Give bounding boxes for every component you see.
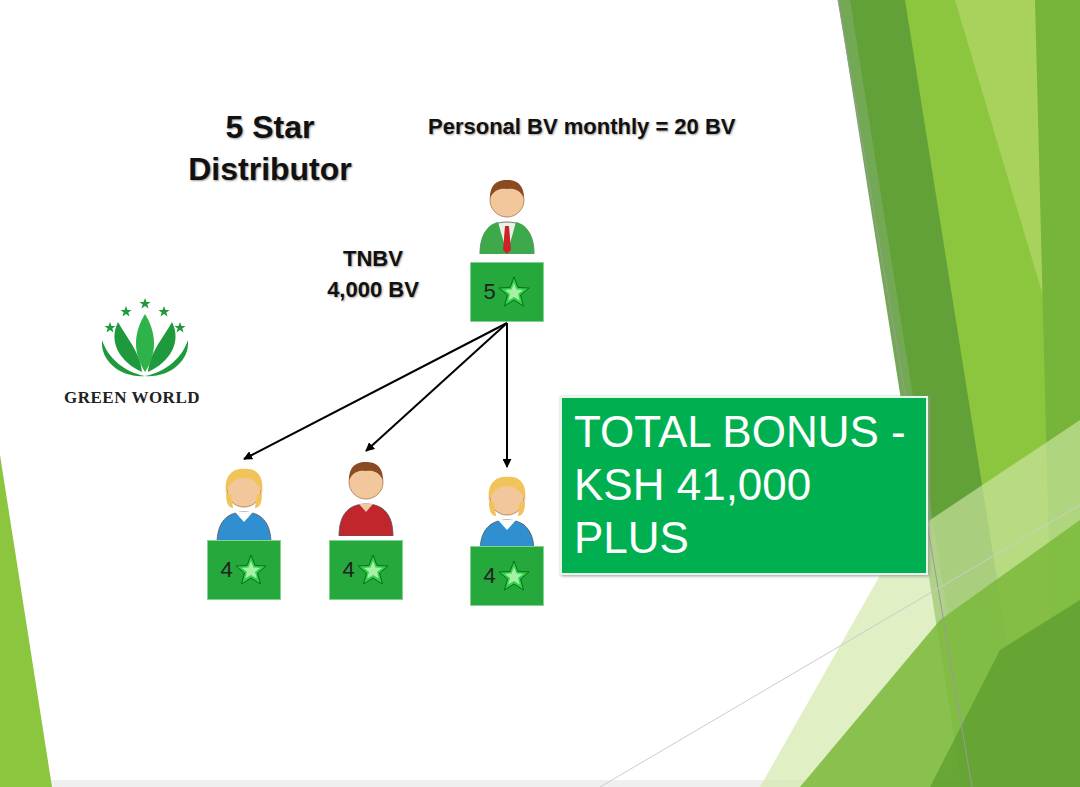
person-icon [329, 452, 403, 536]
rank-badge: 4 [207, 540, 281, 600]
arrow-connector [506, 323, 508, 467]
distributor-node: 4 [325, 452, 407, 600]
bonus-box: TOTAL BONUS - KSH 41,000 PLUS [560, 396, 928, 575]
star-symbol [497, 559, 531, 593]
annotation: Personal BV monthly = 20 BV [428, 114, 735, 140]
distributor-node: 5 [466, 170, 548, 322]
bonus-text: TOTAL BONUS - KSH 41,000 PLUS [574, 406, 914, 564]
rank-number: 5 [483, 279, 495, 305]
rank-number: 4 [342, 557, 354, 583]
rank-number: 4 [483, 563, 495, 589]
distributor-node: 4 [466, 468, 548, 606]
person-icon [470, 468, 544, 552]
star-symbol [356, 553, 390, 587]
heading: 5 Star Distributor [160, 106, 380, 190]
annotation: TNBV 4,000 BV [318, 243, 428, 305]
left-band [0, 455, 52, 787]
star-symbol [497, 275, 531, 309]
rank-badge: 4 [470, 546, 544, 606]
arrow-connector [244, 323, 507, 459]
rank-badge: 4 [329, 540, 403, 600]
rank-number: 4 [220, 557, 232, 583]
logo-text: GREEN WORLD [64, 388, 200, 408]
distributor-node: 4 [203, 460, 285, 600]
arrow-connector [366, 323, 507, 451]
rank-badge: 5 [470, 262, 544, 322]
person-icon [470, 170, 544, 254]
star-symbol [234, 553, 268, 587]
lower-band-dark [930, 600, 1080, 787]
person-icon [207, 460, 281, 544]
thin-line [838, 0, 972, 787]
green-world-logo [102, 298, 188, 376]
